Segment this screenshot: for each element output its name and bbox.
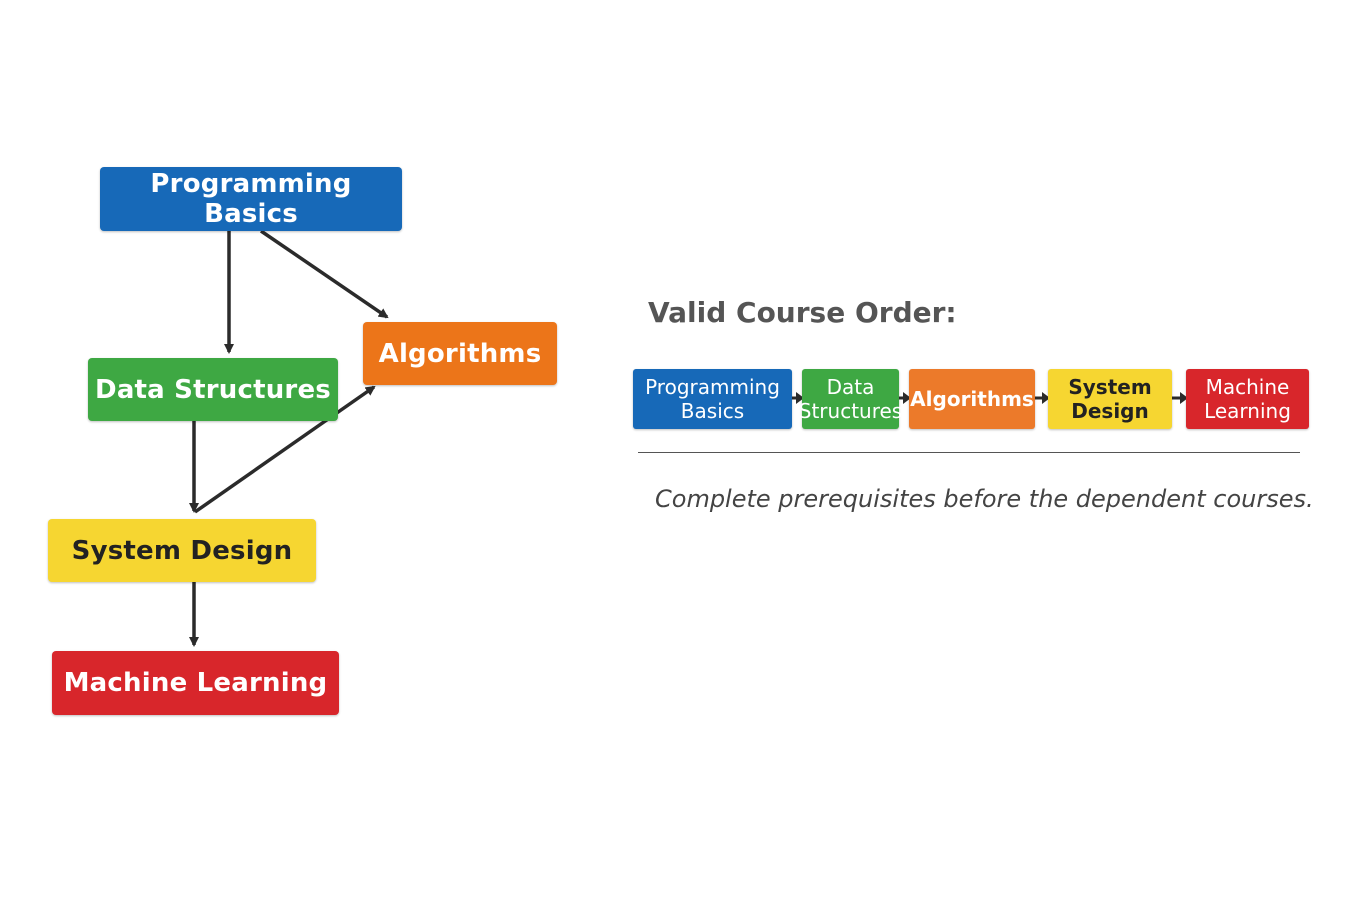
order-note: Complete prerequisites before the depend… [655,485,1314,513]
order-step-label: Data Structures [798,375,903,423]
order-step-label: Machine Learning [1204,375,1291,423]
order-step-programming-basics: Programming Basics [633,369,792,429]
node-label: Data Structures [95,374,331,405]
order-step-label: Programming Basics [645,375,780,423]
node-data-structures: Data Structures [88,358,338,421]
node-label: Programming Basics [150,169,352,229]
section-divider [638,452,1300,453]
order-step-label: Algorithms [910,387,1034,411]
node-label: System Design [71,535,293,566]
order-step-label: System Design [1068,375,1152,423]
node-programming-basics: Programming Basics [100,167,402,231]
order-step-system-design: System Design [1048,369,1172,429]
edge-programming-basics-to-algorithms [260,229,389,319]
order-step-data-structures: Data Structures [798,369,903,429]
node-label: Machine Learning [63,668,328,698]
order-title: Valid Course Order: [648,296,957,329]
node-system-design: System Design [48,519,316,582]
node-label: Algorithms [378,338,542,369]
node-algorithms: Algorithms [363,322,557,385]
order-step-algorithms: Algorithms [909,369,1035,429]
order-step-machine-learning: Machine Learning [1186,369,1309,429]
node-machine-learning: Machine Learning [52,651,339,715]
